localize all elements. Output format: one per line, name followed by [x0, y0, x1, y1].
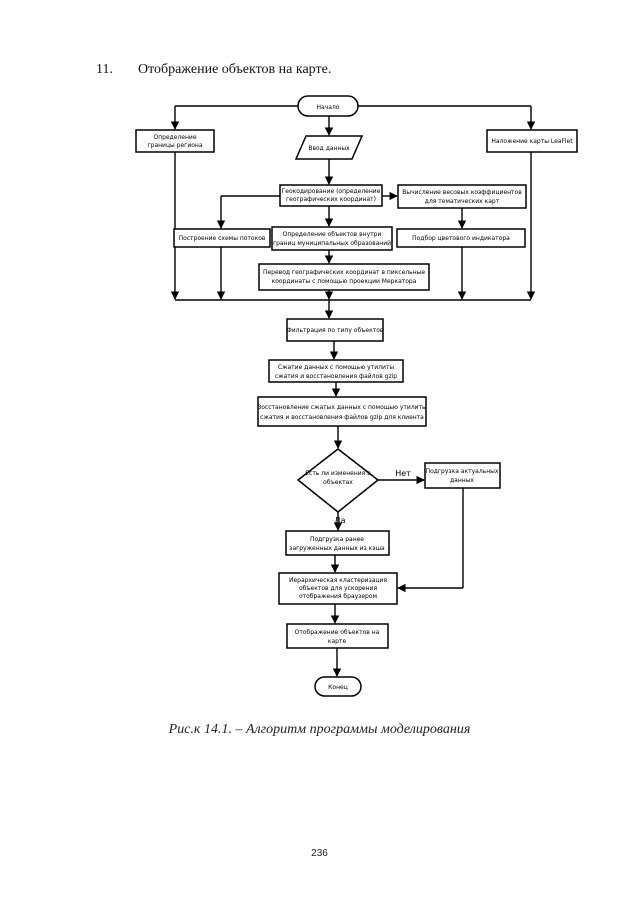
flowchart-connectors — [170, 105, 536, 677]
leaflet-box — [486, 129, 578, 153]
flows-label: Построение схемы потоков — [179, 235, 266, 242]
cluster-box — [278, 572, 398, 605]
cluster-label-line1: Иерархическая кластеризация — [289, 577, 387, 584]
geocode-label-line2: географических координат) — [286, 196, 376, 203]
mercator-label-line1: Перевод географических координат в пиксе… — [263, 269, 425, 276]
load-actual-box — [424, 462, 501, 489]
end-terminator — [314, 676, 362, 697]
input-parallelogram — [294, 135, 364, 160]
decision-diamond — [296, 448, 380, 513]
region-box — [135, 129, 215, 153]
display-label-line1: Отображение объектов на — [295, 629, 380, 636]
restore-label-line1: Восстановление сжатых данных с помощью у… — [257, 404, 427, 411]
mercator-box — [258, 263, 430, 291]
compress-label-line2: сжатия и восстановления файлов gzip — [275, 373, 397, 380]
flowchart-shapes — [135, 95, 578, 697]
leaflet-label: Наложение карты LeaFlet — [491, 138, 573, 145]
start-terminator — [297, 95, 359, 117]
start-label: Начало — [317, 104, 340, 111]
restore-box — [257, 396, 427, 427]
input-label: Ввод данных — [308, 145, 350, 152]
flowchart-labels: Начало Определение границы региона Ввод … — [147, 104, 573, 691]
load-actual-label-line2: данных — [450, 477, 474, 484]
display-label-line2: карте — [328, 638, 347, 645]
figure-caption: Рис.к 14.1. – Алгоритм программы моделир… — [168, 722, 471, 737]
municipal-label-line1: Определение объектов внутри — [283, 231, 382, 238]
section-number: 11. — [96, 62, 113, 77]
filter-label: Фильтрация по типу объектов — [287, 327, 384, 334]
restore-label-line2: сжатия и восстановления файлов gzip для … — [260, 414, 424, 421]
geocode-box — [279, 184, 383, 207]
load-cache-box — [285, 530, 390, 556]
section-heading: 11. Отображение объектов на карте. — [96, 62, 331, 78]
load-cache-label-line1: Подгрузка ранее — [310, 536, 364, 543]
flows-box — [173, 228, 271, 248]
filter-box — [286, 318, 384, 342]
compress-label-line1: Сжатие данных с помощью утилиты — [278, 364, 394, 371]
municipal-box — [271, 226, 393, 251]
end-label: Конец — [328, 684, 348, 691]
no-branch-label: Нет — [395, 469, 411, 478]
geocode-label-line1: Геокодирование (определение — [282, 188, 381, 195]
cluster-label-line3: отображения браузером — [299, 593, 377, 600]
region-label-line1: Определение — [153, 134, 196, 141]
decision-label-line1: Есть ли изменения в — [305, 470, 371, 477]
mercator-label-line2: координаты с помощью проекции Меркатора — [272, 278, 417, 285]
cluster-label-line2: объектов для ускорения — [299, 585, 378, 592]
weights-box — [397, 184, 527, 209]
yes-branch-label: Да — [334, 516, 345, 525]
weights-label-line1: Вычисление весовых коэффициентов — [402, 189, 522, 196]
decision-label-line2: объектах — [323, 479, 353, 486]
weights-label-line2: для тематических карт — [425, 198, 500, 205]
colors-box — [396, 228, 526, 248]
municipal-label-line2: границ муниципальных образований — [273, 240, 391, 247]
load-actual-label-line1: Подгрузка актуальных — [426, 468, 499, 475]
display-box — [286, 623, 389, 649]
region-label-line2: границы региона — [147, 142, 202, 149]
load-cache-label-line2: загруженных данных из кэша — [289, 545, 385, 552]
compress-box — [268, 359, 404, 383]
section-title: Отображение объектов на карте. — [138, 62, 332, 77]
colors-label: Подбор цветового индикатора — [412, 235, 510, 242]
page-number: 236 — [311, 848, 328, 859]
